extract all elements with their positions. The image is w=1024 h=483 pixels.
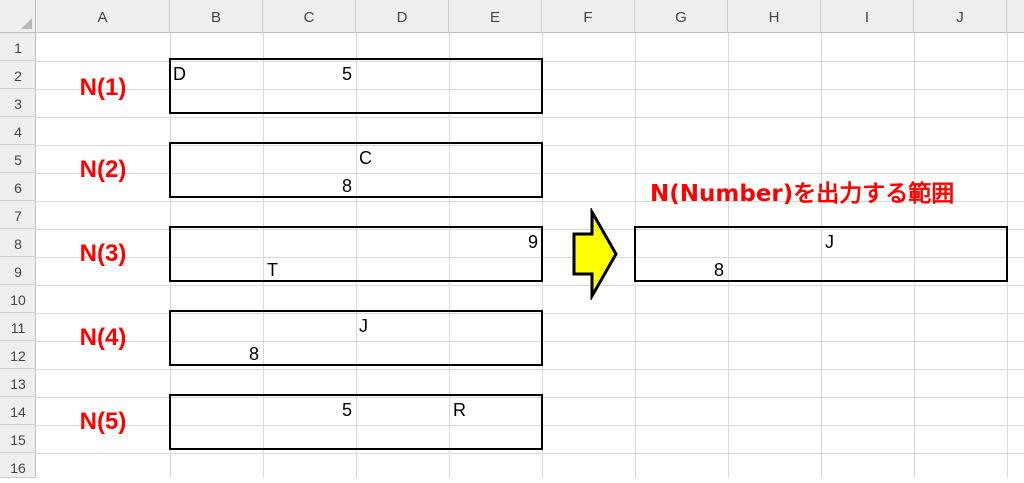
row-header-bar	[0, 0, 36, 478]
gridline-row	[0, 257, 1024, 258]
row-header-3[interactable]: 3	[0, 89, 36, 117]
select-all-button[interactable]	[0, 0, 36, 33]
block-label-n5: N(5)	[79, 408, 127, 435]
cell-c9[interactable]: T	[267, 260, 278, 280]
gridline-row	[0, 117, 1024, 118]
column-header-f[interactable]: F	[542, 0, 635, 33]
row-header-1[interactable]: 1	[0, 33, 36, 61]
cell-d11[interactable]: J	[359, 316, 368, 336]
gridline-row	[0, 397, 1024, 398]
row-header-4[interactable]: 4	[0, 117, 36, 145]
cell-d5[interactable]: C	[359, 148, 372, 168]
row-header-14[interactable]: 14	[0, 397, 36, 425]
gridline-col-e	[449, 0, 450, 478]
block-box-n5	[169, 394, 543, 450]
gridline-row	[0, 425, 1024, 426]
block-label-n4: N(4)	[79, 324, 127, 351]
gridline-row	[0, 89, 1024, 90]
block-label-n3: N(3)	[79, 240, 127, 267]
column-header-h[interactable]: H	[728, 0, 821, 33]
cell-i8[interactable]: J	[825, 232, 834, 252]
gridline-row	[0, 145, 1024, 146]
block-label-n1: N(1)	[79, 74, 127, 101]
block-box-n2	[169, 142, 543, 198]
block-box-n1	[169, 58, 543, 114]
select-all-icon	[21, 18, 32, 29]
row-header-9[interactable]: 9	[0, 257, 36, 285]
row-header-5[interactable]: 5	[0, 145, 36, 173]
block-box-n4	[169, 310, 543, 366]
column-header-i[interactable]: I	[821, 0, 914, 33]
cell-e14[interactable]: R	[453, 400, 466, 420]
gridline-row	[0, 201, 1024, 202]
gridline-row	[0, 173, 1024, 174]
gridline-row	[0, 285, 1024, 286]
cell-c6[interactable]: 8	[341, 176, 352, 196]
row-header-15[interactable]: 15	[0, 425, 36, 453]
row-header-11[interactable]: 11	[0, 313, 36, 341]
row-header-10[interactable]: 10	[0, 285, 36, 313]
column-header-a[interactable]: A	[36, 0, 170, 33]
gridline-row	[0, 313, 1024, 314]
row-header-2[interactable]: 2	[0, 61, 36, 89]
gridline-col-h	[728, 0, 729, 478]
column-header-g[interactable]: G	[635, 0, 728, 33]
row-header-13[interactable]: 13	[0, 369, 36, 397]
column-header-c[interactable]: C	[263, 0, 356, 33]
row-header-8[interactable]: 8	[0, 229, 36, 257]
gridline-col-i	[821, 0, 822, 478]
gridline-row	[0, 341, 1024, 342]
output-range-box	[634, 226, 1008, 282]
column-header-j[interactable]: J	[914, 0, 1007, 33]
gridline-col-d	[356, 0, 357, 478]
gridline-row	[0, 229, 1024, 230]
row-header-6[interactable]: 6	[0, 173, 36, 201]
row-header-16[interactable]: 16	[0, 453, 36, 478]
cell-c14[interactable]: 5	[341, 400, 352, 420]
cell-c2[interactable]: 5	[341, 64, 352, 84]
cell-b2[interactable]: D	[173, 64, 186, 84]
column-header-e[interactable]: E	[449, 0, 542, 33]
output-range-title: N(Number)を出力する範囲	[650, 181, 955, 207]
row-header-7[interactable]: 7	[0, 201, 36, 229]
gridline-col-j	[914, 0, 915, 478]
gridline-row	[0, 61, 1024, 62]
column-header-d[interactable]: D	[356, 0, 449, 33]
column-header-b[interactable]: B	[170, 0, 263, 33]
cell-e8[interactable]: 9	[527, 232, 538, 252]
cell-g9[interactable]: 8	[713, 260, 724, 280]
column-header-bar	[0, 0, 1024, 33]
block-label-n2: N(2)	[79, 156, 127, 183]
gridline-col-c	[263, 0, 264, 478]
right-arrow-icon	[572, 208, 618, 300]
block-box-n3	[169, 226, 543, 282]
row-header-12[interactable]: 12	[0, 341, 36, 369]
cell-b12[interactable]: 8	[248, 344, 259, 364]
gridline-row	[0, 369, 1024, 370]
gridline-row	[0, 453, 1024, 454]
